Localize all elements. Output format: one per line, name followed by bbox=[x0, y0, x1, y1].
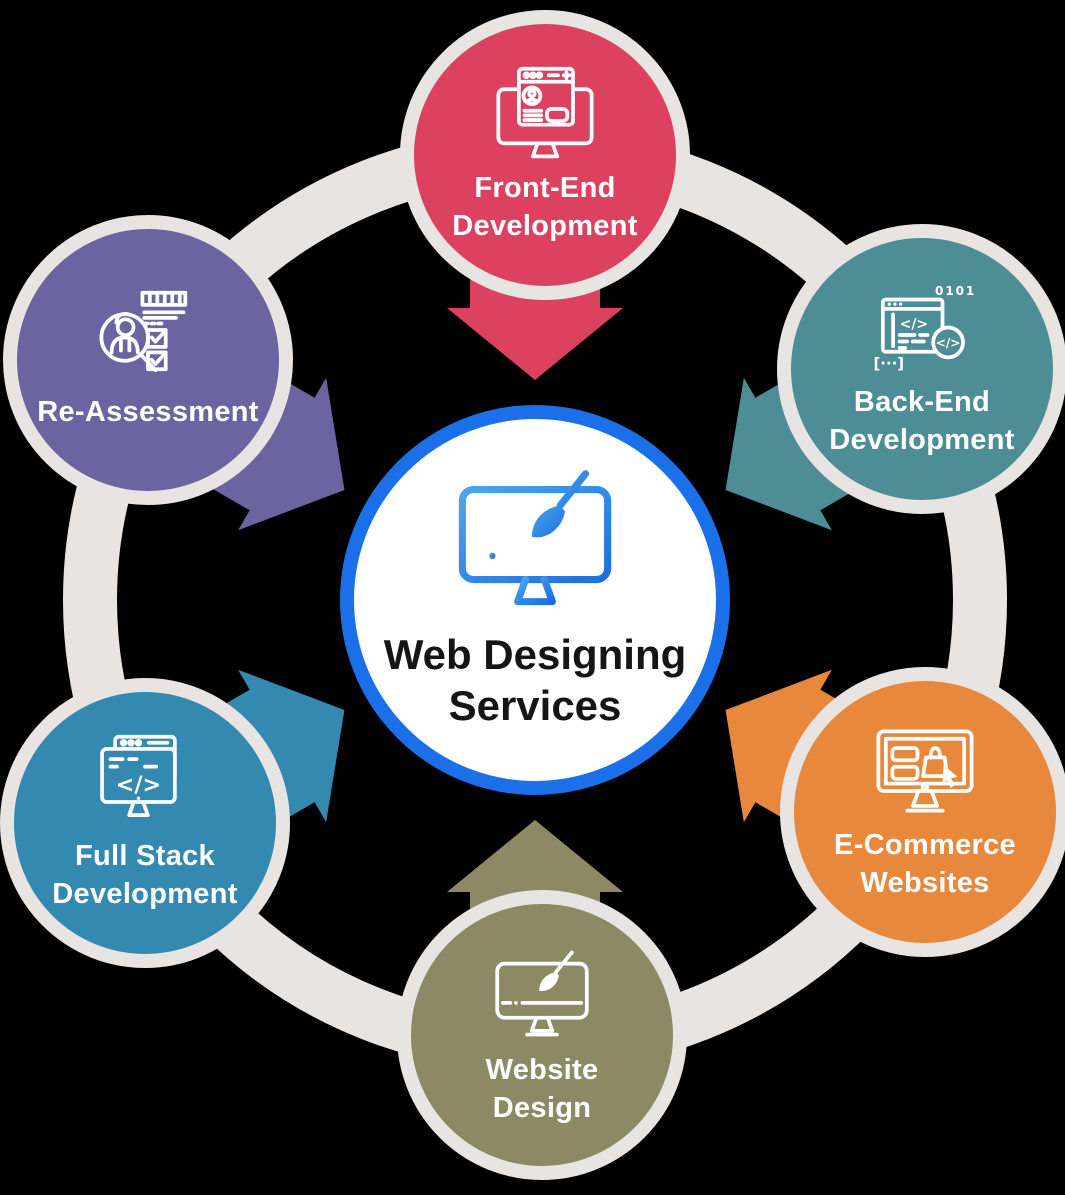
svg-text:</>: </> bbox=[936, 336, 961, 350]
node-label: Full Stack Development bbox=[52, 838, 237, 912]
node-center-web-designing-services: Web Designing Services bbox=[340, 405, 730, 795]
node-label: Website Design bbox=[486, 1052, 599, 1126]
node-label: Front-End Development bbox=[452, 170, 637, 244]
node-label-line2: Websites bbox=[860, 866, 990, 899]
node-label-line2: Development bbox=[52, 877, 238, 910]
svg-text:[···]: [···] bbox=[874, 355, 905, 373]
center-label-line2: Services bbox=[448, 682, 622, 729]
node-front-end: Front-End Development bbox=[400, 10, 690, 300]
node-label-line1: Re-Assessment bbox=[37, 395, 259, 428]
node-label: Re-Assessment bbox=[37, 394, 259, 431]
center-label-line1: Web Designing bbox=[383, 630, 687, 678]
node-re-assessment: Re-Assessment bbox=[3, 215, 293, 505]
svg-text:</>: </> bbox=[116, 772, 162, 798]
node-full-stack: </> Full Stack Development bbox=[0, 678, 290, 968]
node-label-line1: Full Stack bbox=[75, 840, 215, 873]
node-label: Back-End Development bbox=[829, 384, 1014, 458]
node-label-line2: Development bbox=[452, 209, 638, 242]
center-label: Web Designing Services bbox=[384, 629, 687, 731]
monitor-paintbrush-icon bbox=[495, 950, 589, 1037]
monitor-paintbrush-icon bbox=[458, 469, 612, 612]
svg-text:0101: 0101 bbox=[935, 284, 976, 298]
arrow-re-assessment-to-center bbox=[199, 368, 345, 531]
code-window-icon: 0101 </> [···] </> bbox=[874, 284, 976, 373]
magnifier-checklist-icon bbox=[99, 290, 188, 372]
node-back-end: 0101 </> [···] </> Back-End Development bbox=[777, 224, 1065, 514]
node-label-line1: Front-End bbox=[474, 172, 616, 205]
node-label-line1: Back-End bbox=[853, 386, 991, 419]
node-label-line1: Website bbox=[485, 1054, 599, 1087]
node-label-line1: E-Commerce bbox=[834, 829, 1016, 862]
svg-text:</>: </> bbox=[900, 317, 929, 333]
node-label-line2: Development bbox=[829, 423, 1015, 456]
browser-profile-monitor-icon bbox=[496, 67, 594, 159]
node-label-line2: Design bbox=[492, 1091, 592, 1124]
shopping-monitor-icon bbox=[876, 729, 974, 813]
code-monitor-icon: </> bbox=[100, 735, 177, 818]
arrow-back-end-to-center bbox=[725, 368, 871, 531]
node-e-commerce: E-Commerce Websites bbox=[780, 667, 1065, 957]
node-label: E-Commerce Websites bbox=[834, 827, 1016, 901]
node-website-design: Website Design bbox=[397, 890, 687, 1180]
